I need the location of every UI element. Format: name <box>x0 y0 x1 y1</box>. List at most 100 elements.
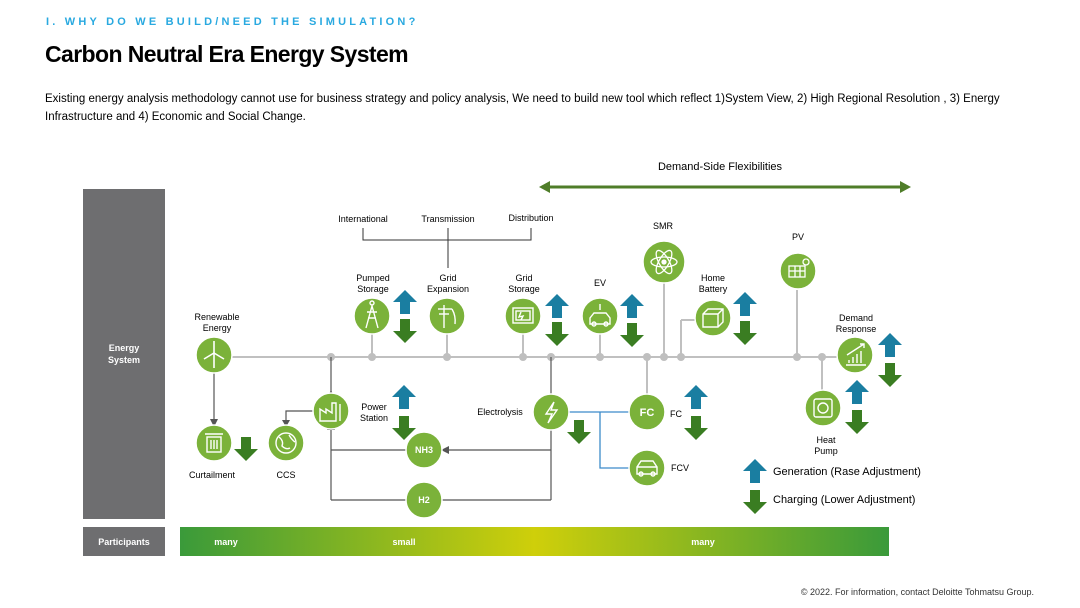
legend-generation: Generation (Rase Adjustment) <box>773 466 921 478</box>
grid-expansion-node <box>428 297 466 335</box>
ev-node <box>581 297 619 335</box>
heat-pump-down-arrow-icon <box>845 410 869 434</box>
car-charging-icon <box>589 304 611 327</box>
trash-icon <box>205 433 223 453</box>
distribution-label: Distribution <box>508 213 553 223</box>
electrolysis-down-arrow-icon <box>567 420 591 444</box>
legend-down-arrow-icon <box>743 490 767 514</box>
flex-arrow-left-head <box>539 181 550 193</box>
renewable-label: Renewable <box>194 312 239 322</box>
legend-charging: Charging (Lower Adjustment) <box>773 494 915 506</box>
lightning-icon <box>544 401 559 424</box>
renewable-label-2: Energy <box>203 323 232 333</box>
demand-response-node <box>836 336 874 374</box>
curtailment-label: Curtailment <box>189 470 236 480</box>
fc-node: FC <box>628 393 666 431</box>
ev-up-arrow-icon <box>620 294 644 318</box>
network-bracket <box>362 228 532 268</box>
participants-panel <box>83 527 165 556</box>
power-pole-icon <box>438 305 456 328</box>
demand-response-label-2: Response <box>836 324 877 334</box>
page-title: Carbon Neutral Era Energy System <box>45 41 409 67</box>
fc-circle-text: FC <box>640 407 655 419</box>
growth-chart-icon <box>846 343 866 366</box>
smr-node <box>642 240 686 284</box>
grid-storage-label-2: Storage <box>508 284 540 294</box>
participants-bar <box>180 527 889 556</box>
home-battery-node <box>694 299 732 337</box>
fc-down-arrow-icon <box>684 416 708 440</box>
energy-system-label-2: System <box>108 355 140 365</box>
ev-down-arrow-icon <box>620 323 644 347</box>
demand-response-up-arrow-icon <box>878 333 902 357</box>
international-label: International <box>338 214 388 224</box>
renewable-energy-node <box>195 336 233 374</box>
energy-system-panel <box>83 189 165 519</box>
participants-many-left: many <box>214 537 238 547</box>
ccs-node <box>267 424 305 462</box>
energy-system-label: Energy <box>109 343 140 353</box>
globe-icon <box>275 432 297 454</box>
grid-storage-down-arrow-icon <box>545 322 569 346</box>
pumped-down-arrow-icon <box>393 319 417 343</box>
heat-pump-icon <box>813 398 833 418</box>
power-station-label-2: Station <box>360 413 388 423</box>
smr-label: SMR <box>653 221 674 231</box>
car-icon <box>636 460 658 477</box>
participants-many-right: many <box>691 537 715 547</box>
home-battery-icon <box>702 308 724 328</box>
home-battery-label: Home <box>701 273 725 283</box>
atom-icon <box>650 249 678 275</box>
grid-storage-label: Grid <box>515 273 532 283</box>
fcv-node <box>628 449 666 487</box>
grid-expansion-label: Grid <box>439 273 456 283</box>
demand-side-label: Demand-Side Flexibilities <box>658 161 783 173</box>
electrolysis-node <box>532 393 570 431</box>
heat-pump-label-2: Pump <box>814 446 838 456</box>
home-battery-up-arrow-icon <box>733 292 757 316</box>
h2-text: H2 <box>418 495 430 505</box>
electrolysis-label: Electrolysis <box>477 407 523 417</box>
transmission-label: Transmission <box>421 214 474 224</box>
description: Existing energy analysis methodology can… <box>45 93 1000 123</box>
factory-icon <box>319 402 341 422</box>
pumped-up-arrow-icon <box>393 290 417 314</box>
fc-label: FC <box>670 409 682 419</box>
battery-grid-icon <box>512 307 534 324</box>
demand-response-label: Demand <box>839 313 873 323</box>
h2-node: H2 <box>405 481 443 519</box>
section-heading: I. WHY DO WE BUILD/NEED THE SIMULATION? <box>46 16 419 28</box>
pv-label: PV <box>792 232 804 242</box>
curtailment-down-arrow-icon <box>234 437 258 461</box>
curtailment-node <box>195 424 233 462</box>
grid-expansion-label-2: Expansion <box>427 284 469 294</box>
grid-storage-up-arrow-icon <box>545 294 569 318</box>
pumped-storage-label-2: Storage <box>357 284 389 294</box>
transmission-tower-icon <box>365 300 379 329</box>
legend-up-arrow-icon <box>743 459 767 483</box>
pv-node <box>779 252 817 290</box>
nh3-node: NH3 <box>405 431 443 469</box>
wind-turbine-icon <box>203 341 225 368</box>
fc-up-arrow-icon <box>684 385 708 409</box>
ccs-label: CCS <box>276 470 295 480</box>
power-station-label: Power <box>361 402 387 412</box>
pumped-storage-label: Pumped <box>356 273 390 283</box>
participants-small: small <box>392 537 415 547</box>
power-up-arrow-icon <box>392 385 416 409</box>
nh3-text: NH3 <box>415 445 433 455</box>
heat-pump-up-arrow-icon <box>845 380 869 404</box>
grid-storage-node <box>504 297 542 335</box>
participants-label: Participants <box>98 537 150 547</box>
solar-panel-icon <box>788 258 810 278</box>
pumped-storage-node <box>353 297 391 335</box>
flex-arrow-right-head <box>900 181 911 193</box>
heat-pump-label: Heat <box>816 435 836 445</box>
demand-response-down-arrow-icon <box>878 363 902 387</box>
fcv-label: FCV <box>671 463 689 473</box>
ev-label: EV <box>594 278 606 288</box>
home-battery-label-2: Battery <box>699 284 728 294</box>
home-battery-down-arrow-icon <box>733 321 757 345</box>
heat-pump-node <box>804 389 842 427</box>
